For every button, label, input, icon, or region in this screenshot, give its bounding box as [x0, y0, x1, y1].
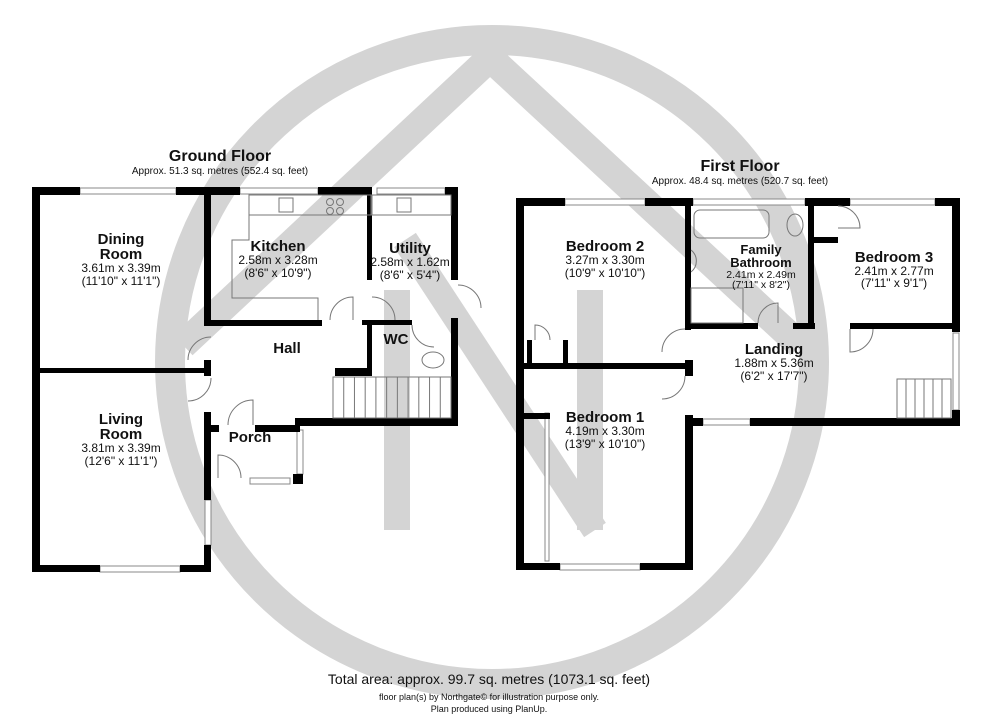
- room-name: Bedroom 3: [855, 249, 933, 266]
- room-dimensions-imperial: (13'9" x 10'10"): [565, 437, 645, 451]
- window: [249, 477, 291, 485]
- toilet-icon: [786, 213, 804, 237]
- room-dimensions: 2.41m x 2.77m: [854, 264, 933, 278]
- basin-icon: [690, 249, 697, 273]
- first-floor-area: Approx. 48.4 sq. metres (520.7 sq. feet): [652, 176, 828, 187]
- total-area: Total area: approx. 99.7 sq. metres (107…: [328, 671, 650, 687]
- window: [79, 187, 177, 195]
- room-name: Landing: [745, 341, 803, 358]
- room-name: Utility: [389, 240, 431, 257]
- window: [564, 198, 646, 206]
- room-dimensions-imperial: (10'9" x 10'10"): [565, 266, 645, 280]
- toilet-icon: [421, 351, 445, 369]
- window: [849, 198, 936, 206]
- door: [661, 375, 686, 400]
- room-dimensions: 1.88m x 5.36m: [734, 356, 813, 370]
- window: [952, 332, 960, 411]
- room-name: Dining: [98, 231, 145, 248]
- door: [411, 324, 435, 348]
- room-dimensions: 2.58m x 1.62m: [370, 255, 449, 269]
- ground-floor-title: Ground Floor: [169, 148, 271, 165]
- disclaimer: floor plan(s) by Northgate© for illustra…: [379, 692, 599, 702]
- room-dimensions: 2.58m x 3.28m: [238, 253, 317, 267]
- room-dimensions: 4.19m x 3.30m: [565, 424, 644, 438]
- door: [837, 205, 861, 229]
- footer: Total area: approx. 99.7 sq. metres (107…: [328, 671, 650, 714]
- bath-icon: [693, 209, 770, 239]
- window: [239, 187, 319, 195]
- ground-floor-area: Approx. 51.3 sq. metres (552.4 sq. feet): [132, 166, 308, 177]
- sink-icon: [278, 197, 294, 213]
- room-dimensions-imperial: (7'11" x 9'1"): [861, 276, 927, 290]
- stair-outline: [332, 376, 452, 419]
- ground-floor-labels: Ground Floor Approx. 51.3 sq. metres (55…: [81, 148, 449, 468]
- first-floor-labels: First Floor Approx. 48.4 sq. metres (520…: [565, 158, 934, 451]
- sink-icon: [396, 197, 412, 213]
- door: [661, 328, 686, 353]
- door: [217, 454, 242, 479]
- room-dimensions-imperial: (8'6" x 5'4"): [380, 268, 440, 282]
- door: [457, 284, 482, 309]
- watermark-logo: [155, 25, 829, 699]
- door: [227, 399, 254, 426]
- shower-icon: [690, 287, 744, 324]
- room-name: Bedroom 2: [566, 238, 644, 255]
- credit: Plan produced using PlanUp.: [431, 704, 548, 714]
- room-name: Room: [100, 426, 143, 443]
- door: [187, 336, 212, 361]
- room-dimensions: 3.27m x 3.30m: [565, 253, 644, 267]
- door: [329, 296, 354, 321]
- room-dimensions: 3.61m x 3.39m: [81, 261, 160, 275]
- room-name: Living: [99, 411, 143, 428]
- room-dimensions-imperial: (7'11" x 8'2"): [732, 279, 790, 291]
- door: [849, 328, 874, 353]
- room-name: WC: [384, 331, 409, 348]
- window: [99, 565, 181, 573]
- wardrobe: [544, 412, 550, 562]
- door: [534, 324, 551, 341]
- room-name: Family: [740, 242, 782, 257]
- room-dimensions: 2.41m x 2.49m: [726, 269, 796, 281]
- room-dimensions-imperial: (12'6" x 11'1"): [85, 454, 158, 468]
- room-dimensions: 3.81m x 3.39m: [81, 441, 160, 455]
- door: [371, 296, 396, 321]
- ground-floor-plan: [32, 187, 482, 573]
- room-dimensions-imperial: (6'2" x 17'7"): [740, 369, 807, 383]
- window: [702, 418, 751, 426]
- window: [296, 429, 304, 475]
- room-name: Bathroom: [730, 255, 791, 270]
- staircase: [896, 378, 952, 419]
- first-floor-plan: [516, 198, 960, 571]
- door: [757, 302, 779, 324]
- room-name: Kitchen: [250, 238, 305, 255]
- window: [376, 187, 446, 195]
- staircase: [332, 376, 452, 419]
- room-name: Hall: [273, 340, 301, 357]
- hob-icon: [326, 198, 334, 206]
- window: [692, 198, 806, 206]
- room-name: Room: [100, 246, 143, 263]
- window: [204, 499, 212, 546]
- door: [187, 377, 212, 402]
- room-dimensions-imperial: (11'10" x 11'1"): [82, 274, 161, 288]
- room-name: Porch: [229, 429, 272, 446]
- window: [559, 563, 641, 571]
- first-floor-title: First Floor: [700, 158, 779, 175]
- room-dimensions-imperial: (8'6" x 10'9"): [244, 266, 311, 280]
- room-name: Bedroom 1: [566, 409, 644, 426]
